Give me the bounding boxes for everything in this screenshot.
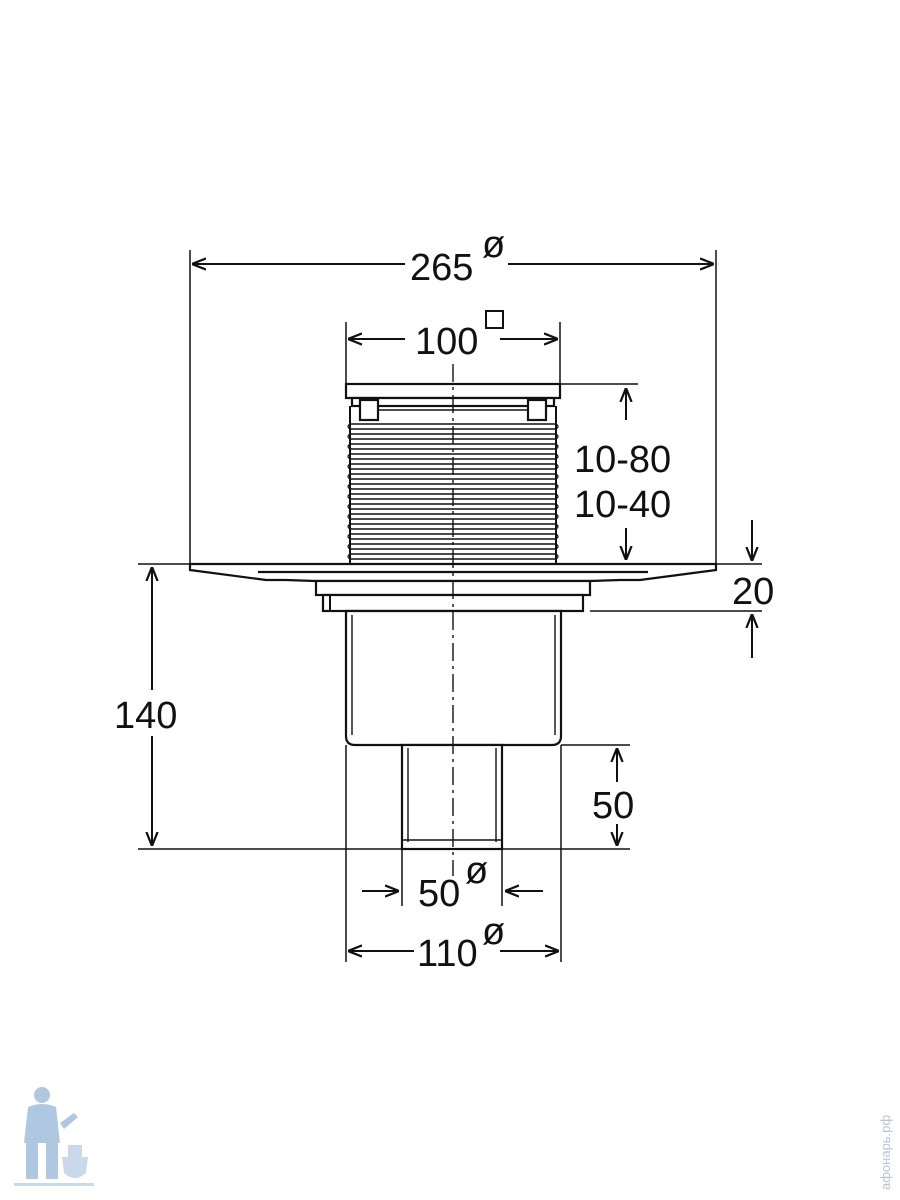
dim-50-length-label: 50 [592,785,634,827]
dim-20-label: 20 [732,571,774,613]
extension-rib-edge [347,493,559,500]
drain-body [188,364,718,876]
dimension-grate-square: 100 [345,310,561,384]
extension-rib [350,443,556,450]
grate-clip-right [526,398,548,422]
outlet-pipe [400,743,504,851]
extension-rib-edge [347,513,559,520]
ribbed-extension [347,406,559,563]
extension-rib-edge [347,443,559,450]
extension-rib-edge [347,523,559,530]
dim-265-label: 265 [410,247,473,289]
dim-140-label: 140 [114,695,177,737]
dimension-outer-diameter: 265 ø [189,224,717,566]
extension-rib-edge [347,453,559,460]
dimension-body-diameter: 110 ø [345,745,562,975]
diameter-symbol: ø [482,911,505,953]
extension-rib-edge [347,463,559,470]
diameter-symbol: ø [482,224,505,266]
extension-rib-edge [347,483,559,490]
extension-rib-edge [347,553,559,560]
diameter-symbol: ø [465,850,488,892]
extension-rib-edge [347,433,559,440]
dimension-height-adjust: 10-80 10-40 [560,383,671,560]
grate-clip-left [358,398,380,422]
plumber-logo-icon [14,1087,94,1186]
dim-10-80-label: 10-80 [574,439,671,481]
extension-rib-edge [347,533,559,540]
extension-rib-edge [347,473,559,480]
dimension-outlet-diameter: 50 ø [362,849,543,915]
dimension-flange-height: 20 [590,520,774,658]
square-symbol [485,310,504,329]
dim-110-label: 110 [417,933,478,975]
extension-rib-edge [347,423,559,430]
extension-rib [350,513,556,520]
dimension-total-height: 140 [112,563,402,850]
dim-100-label: 100 [415,321,478,363]
dimension-outlet-length: 50 [502,744,640,850]
extension-rib-edge [347,543,559,550]
dim-50-diameter-label: 50 [418,873,460,915]
extension-rib-edge [347,503,559,510]
dim-10-40-label: 10-40 [574,484,671,526]
watermark-text: афонарь.рф [878,1115,893,1190]
